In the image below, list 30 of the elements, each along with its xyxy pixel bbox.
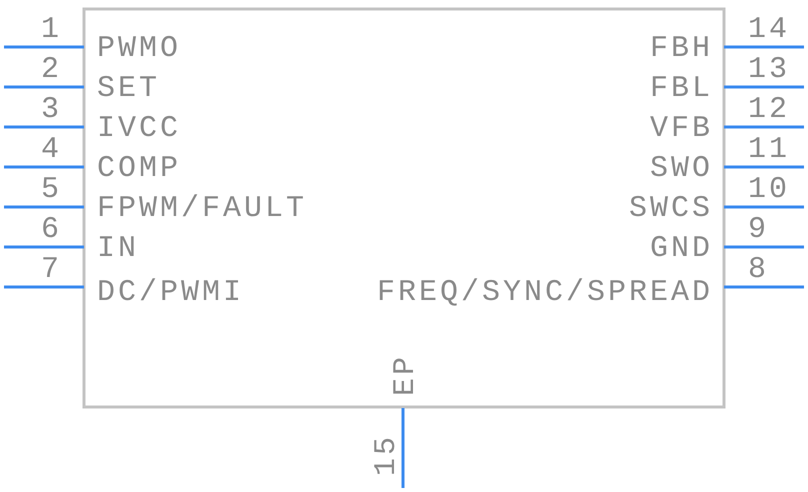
pin-number: 13: [748, 55, 790, 85]
pin-name: EP: [391, 354, 421, 396]
pin-number: 7: [40, 255, 62, 285]
pin-number: 8: [748, 255, 770, 285]
pin-number: 12: [748, 95, 790, 125]
pin-number: 10: [748, 175, 790, 205]
pin-name: FPWM/FAULT: [97, 194, 308, 224]
pin-name: IN: [97, 234, 140, 264]
pin-name: FREQ/SYNC/SPREAD: [376, 278, 713, 308]
pin-name: SET: [97, 74, 160, 104]
pin-number: 14: [748, 15, 790, 45]
pin-number: 9: [748, 215, 770, 245]
pin-number: 5: [40, 175, 62, 205]
pin-number: 4: [40, 135, 62, 165]
pin-number: 1: [40, 15, 62, 45]
pin-number: 6: [40, 215, 62, 245]
pin-name: DC/PWMI: [97, 278, 244, 308]
pin-name: FBL: [650, 74, 713, 104]
pin-name: SWO: [650, 154, 713, 184]
pin-name: PWMO: [97, 34, 182, 64]
pin-name: VFB: [650, 114, 713, 144]
pin-number: 2: [40, 55, 62, 85]
pin-number: 15: [372, 434, 402, 476]
pin-number: 11: [748, 135, 790, 165]
pin-number: 3: [40, 95, 62, 125]
pin-name: COMP: [97, 154, 182, 184]
pin-name: IVCC: [97, 114, 182, 144]
pin-name: FBH: [650, 34, 713, 64]
pin-name: SWCS: [628, 194, 713, 224]
pin-name: GND: [650, 234, 713, 264]
